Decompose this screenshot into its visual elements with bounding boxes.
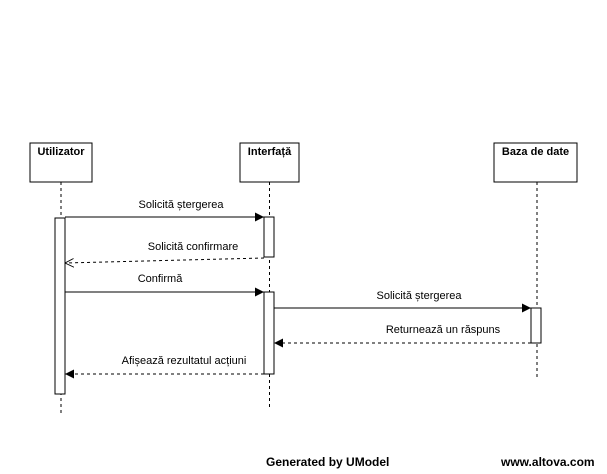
- activation-user: [54, 217, 66, 395]
- message-return-response[interactable]: Returnează un răspuns: [274, 324, 531, 348]
- participant-label: Baza de date: [502, 146, 569, 158]
- message-label: Solicită confirmare: [148, 241, 238, 253]
- site-link[interactable]: www.altova.com: [501, 455, 595, 469]
- activation-db: [530, 307, 542, 344]
- participant-ui[interactable]: Interfață: [239, 142, 300, 183]
- participant-user[interactable]: Utilizator: [29, 142, 93, 183]
- participant-db[interactable]: Baza de date: [493, 142, 578, 183]
- message-request-delete-db[interactable]: Solicită ștergerea: [274, 290, 531, 313]
- message-request-confirmation[interactable]: Solicită confirmare: [65, 241, 265, 263]
- participant-label: Utilizator: [37, 146, 85, 158]
- generator-credit: Generated by UModel: [266, 455, 390, 469]
- message-label: Confirmă: [138, 273, 184, 285]
- participant-box: [29, 142, 93, 183]
- participant-box: [239, 142, 300, 183]
- message-label: Solicită ștergerea: [377, 290, 463, 302]
- participant-box: [493, 142, 578, 183]
- message-arrow: [65, 257, 265, 263]
- message-label: Returnează un răspuns: [386, 324, 501, 336]
- activation-ui-2: [263, 291, 275, 375]
- message-show-result[interactable]: Afișează rezultatul acțiuni: [65, 355, 264, 379]
- message-label: Solicită ștergerea: [139, 199, 225, 211]
- message-label: Afișează rezultatul acțiuni: [122, 355, 247, 367]
- message-request-delete[interactable]: Solicită ștergerea: [65, 199, 264, 222]
- activation-ui-1: [263, 216, 275, 258]
- message-confirm[interactable]: Confirmă: [65, 273, 264, 297]
- participant-label: Interfață: [248, 146, 292, 158]
